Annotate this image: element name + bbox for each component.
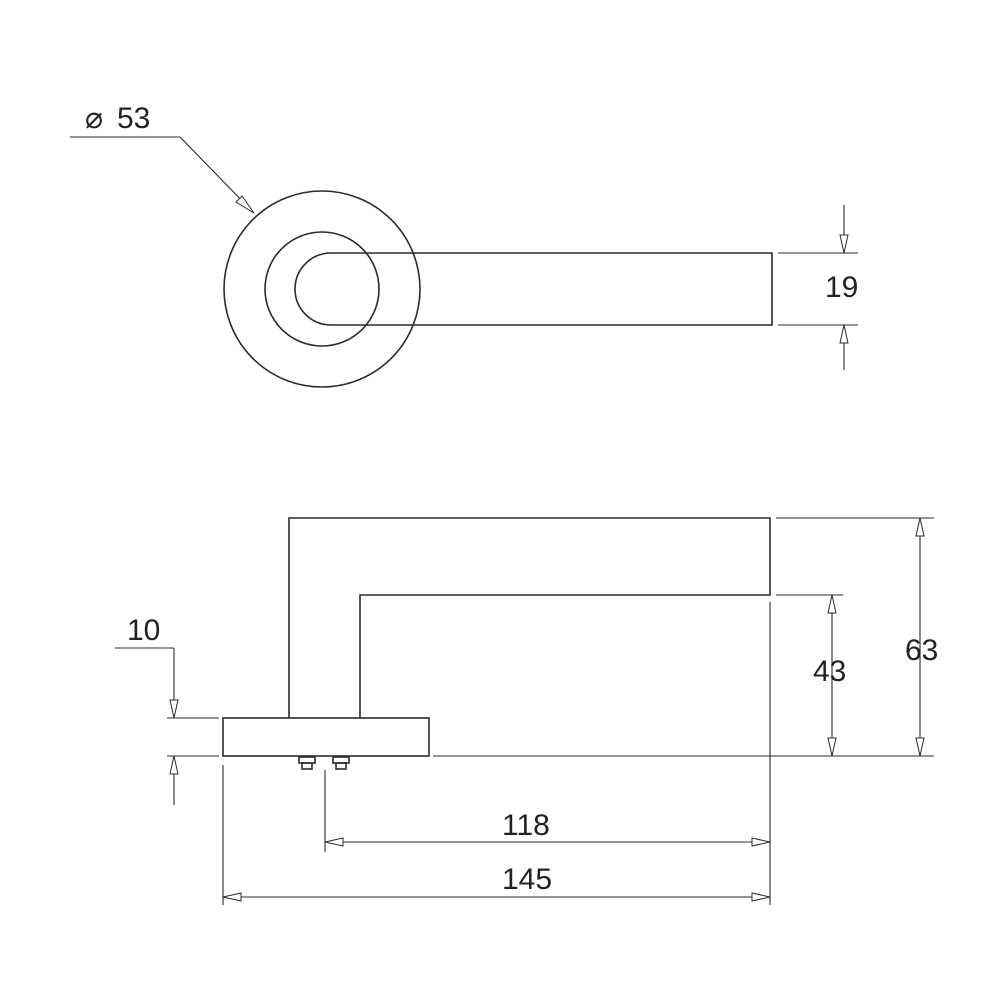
lever-projection-label: 118 [502,809,550,842]
arrowhead [751,892,771,902]
arrowhead [827,594,837,614]
arrowhead [839,234,849,254]
arrowhead [169,755,179,775]
arrowhead [839,324,849,344]
top-view [223,190,773,388]
dimension-overall-length: 145 [222,863,771,902]
dimension-lever-projection: 118 [324,809,771,847]
diameter-symbol: ⌀ [85,102,103,135]
lever-width-label: 19 [825,271,858,304]
arrowhead [827,737,837,757]
screw [298,756,316,764]
arrowhead [222,892,242,902]
dimension-lever-width: 19 [778,205,858,370]
total-height-label: 63 [905,634,938,667]
diameter-callout: ⌀ 53 [70,102,255,214]
screw [301,762,313,770]
arrowhead [915,517,925,537]
dimension-lever-drop: 43 [813,594,846,757]
extension-lines [167,517,934,905]
lever-top-outline [294,252,773,326]
dimension-rose-thickness: 10 [115,614,179,805]
rose-outer-circle [223,190,421,388]
screw [332,756,350,764]
rose-inner-circle [264,231,380,347]
screw [335,762,347,770]
overall-length-label: 145 [502,863,552,896]
arrowhead [324,837,344,847]
arrowhead [751,837,771,847]
lever-drop-label: 43 [813,655,846,688]
diameter-value: 53 [117,102,150,135]
arrowhead [915,737,925,757]
rose-base [222,717,430,757]
rose-thickness-label: 10 [127,614,160,647]
side-view [222,517,843,770]
arrowhead [169,699,179,719]
dimension-total-height: 63 [905,517,938,757]
lever-side-outline [288,517,771,718]
diameter-arrowhead [235,195,255,214]
